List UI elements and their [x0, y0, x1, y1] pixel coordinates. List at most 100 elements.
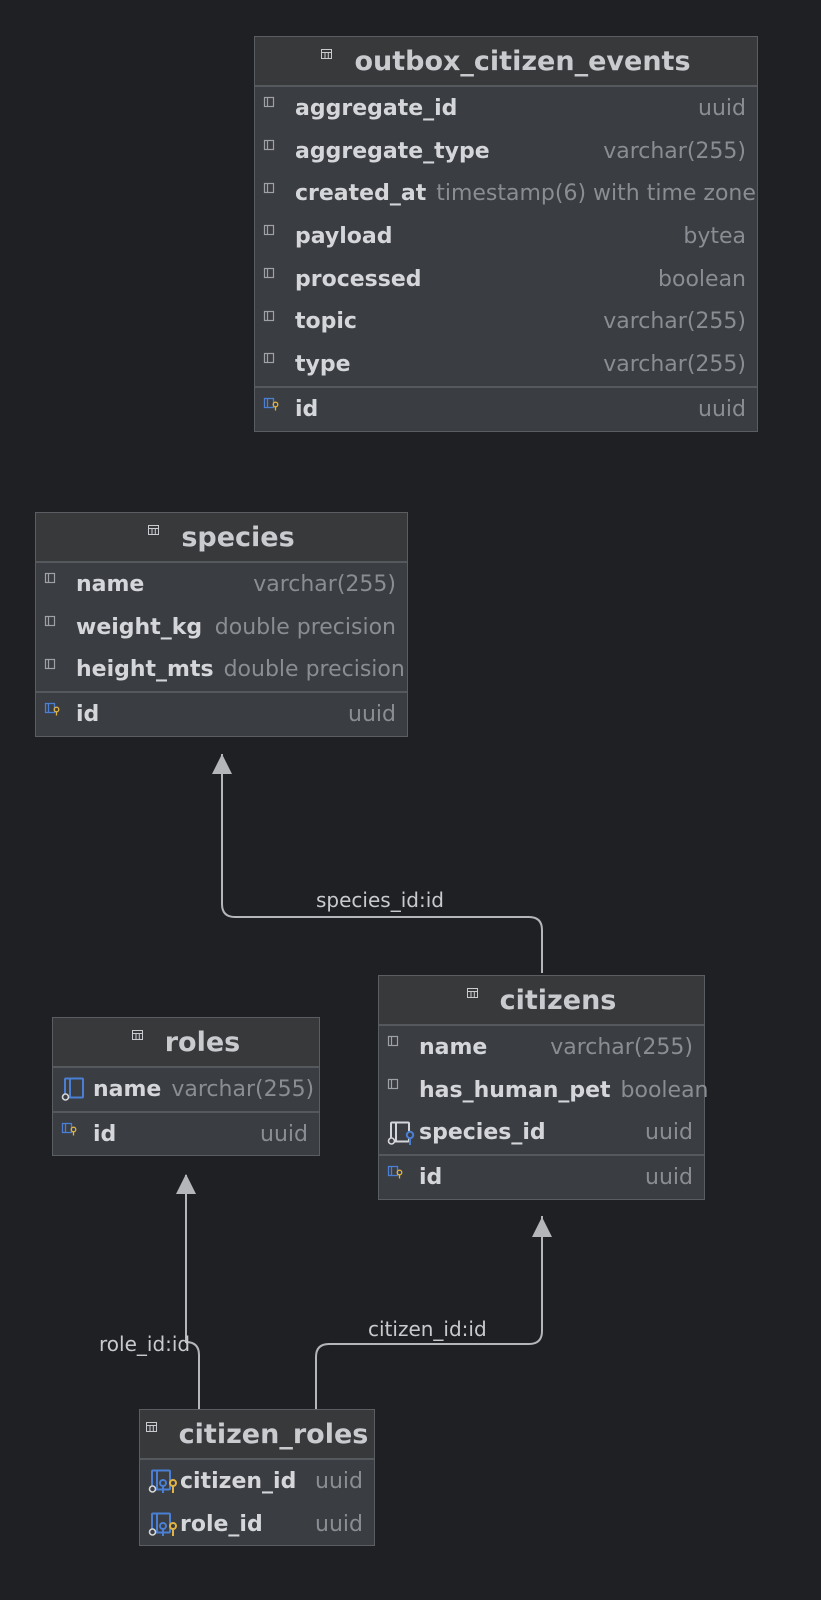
- divider: [379, 1154, 704, 1157]
- column-name: height_mts: [76, 657, 214, 683]
- column-type: uuid: [645, 1164, 693, 1190]
- column-name: aggregate_type: [295, 138, 490, 164]
- column-type: uuid: [645, 1120, 693, 1146]
- column-row-aggregate-id[interactable]: aggregate_id uuid: [255, 87, 757, 130]
- column-icon: [263, 223, 295, 249]
- arrowhead-citizens: [532, 1217, 552, 1237]
- column-type: boolean: [658, 266, 746, 292]
- edge-citizen-roles-roles: [185, 1175, 200, 1410]
- column-name: weight_kg: [76, 614, 203, 640]
- column-icon: [263, 309, 295, 335]
- divider: [53, 1110, 319, 1113]
- column-name: name: [76, 571, 145, 597]
- table-header[interactable]: roles: [53, 1018, 319, 1068]
- column-icon: [44, 571, 76, 597]
- column-type: uuid: [315, 1468, 363, 1494]
- column-icon: [263, 95, 295, 121]
- column-row-species-id[interactable]: species_id uuid: [379, 1111, 704, 1154]
- column-row-id[interactable]: id uuid: [36, 693, 407, 736]
- column-type: uuid: [260, 1121, 308, 1147]
- column-row-height-mts[interactable]: height_mts double precision: [36, 648, 407, 691]
- column-name: has_human_pet: [419, 1077, 611, 1103]
- divider: [36, 691, 407, 694]
- column-type: varchar(255): [550, 1034, 693, 1060]
- column-name: aggregate_id: [295, 95, 458, 121]
- column-type: varchar(255): [603, 351, 746, 377]
- divider: [255, 385, 757, 388]
- column-name: citizen_id: [180, 1468, 297, 1494]
- column-row-id[interactable]: id uuid: [53, 1113, 319, 1156]
- edge-citizens-species: [221, 754, 543, 973]
- primary-key-icon: [263, 396, 295, 422]
- column-type: varchar(255): [253, 571, 396, 597]
- table-icon: [321, 49, 333, 59]
- column-type: uuid: [348, 701, 396, 727]
- column-name: processed: [295, 266, 422, 292]
- table-name: citizens: [499, 984, 617, 1016]
- unique-index-icon: [61, 1076, 93, 1102]
- primary-key-icon: [44, 701, 76, 727]
- column-type: uuid: [698, 396, 746, 422]
- column-name: species_id: [419, 1120, 546, 1146]
- column-icon: [44, 657, 76, 683]
- relation-label-role-id: role_id:id: [99, 1332, 191, 1356]
- table-icon: [145, 1422, 157, 1432]
- column-name: role_id: [180, 1511, 263, 1537]
- column-row-id[interactable]: id uuid: [255, 388, 757, 431]
- composite-foreign-key-icon: [148, 1511, 180, 1537]
- column-name: id: [93, 1121, 117, 1147]
- column-icon: [263, 266, 295, 292]
- foreign-key-index-icon: [387, 1120, 419, 1146]
- relation-label-citizen-id: citizen_id:id: [368, 1317, 487, 1341]
- column-name: id: [295, 396, 319, 422]
- column-name: created_at: [295, 181, 427, 207]
- column-type: varchar(255): [603, 309, 746, 335]
- column-icon: [387, 1077, 419, 1103]
- column-type: double precision: [214, 614, 396, 640]
- table-header[interactable]: species: [36, 513, 407, 563]
- column-row-processed[interactable]: processed boolean: [255, 258, 757, 301]
- column-type: varchar(255): [171, 1076, 315, 1102]
- column-type: varchar(255): [603, 138, 746, 164]
- primary-key-icon: [387, 1164, 419, 1190]
- column-row-aggregate-type[interactable]: aggregate_type varchar(255): [255, 130, 757, 173]
- column-row-citizen-id[interactable]: citizen_id uuid: [140, 1460, 374, 1503]
- relation-label-species-id: species_id:id: [316, 888, 444, 912]
- table-header[interactable]: citizens: [379, 976, 704, 1026]
- table-header[interactable]: citizen_roles: [140, 1410, 374, 1460]
- column-type: double precision: [223, 657, 405, 683]
- column-type: uuid: [698, 95, 746, 121]
- column-name: id: [76, 701, 100, 727]
- column-name: id: [419, 1164, 443, 1190]
- composite-foreign-key-icon: [148, 1468, 180, 1494]
- table-name: roles: [164, 1026, 241, 1058]
- table-icon: [466, 988, 478, 998]
- table-icon: [131, 1030, 143, 1040]
- column-icon: [44, 614, 76, 640]
- table-name: outbox_citizen_events: [354, 45, 691, 77]
- column-icon: [263, 138, 295, 164]
- column-icon: [263, 181, 295, 207]
- column-row-name[interactable]: name varchar(255): [36, 563, 407, 606]
- column-icon: [387, 1034, 419, 1060]
- column-row-weight-kg[interactable]: weight_kg double precision: [36, 606, 407, 649]
- table-icon: [148, 525, 160, 535]
- table-header[interactable]: outbox_citizen_events: [255, 37, 757, 87]
- table-name: citizen_roles: [178, 1418, 369, 1450]
- column-row-id[interactable]: id uuid: [379, 1156, 704, 1199]
- arrowhead-roles: [176, 1174, 196, 1194]
